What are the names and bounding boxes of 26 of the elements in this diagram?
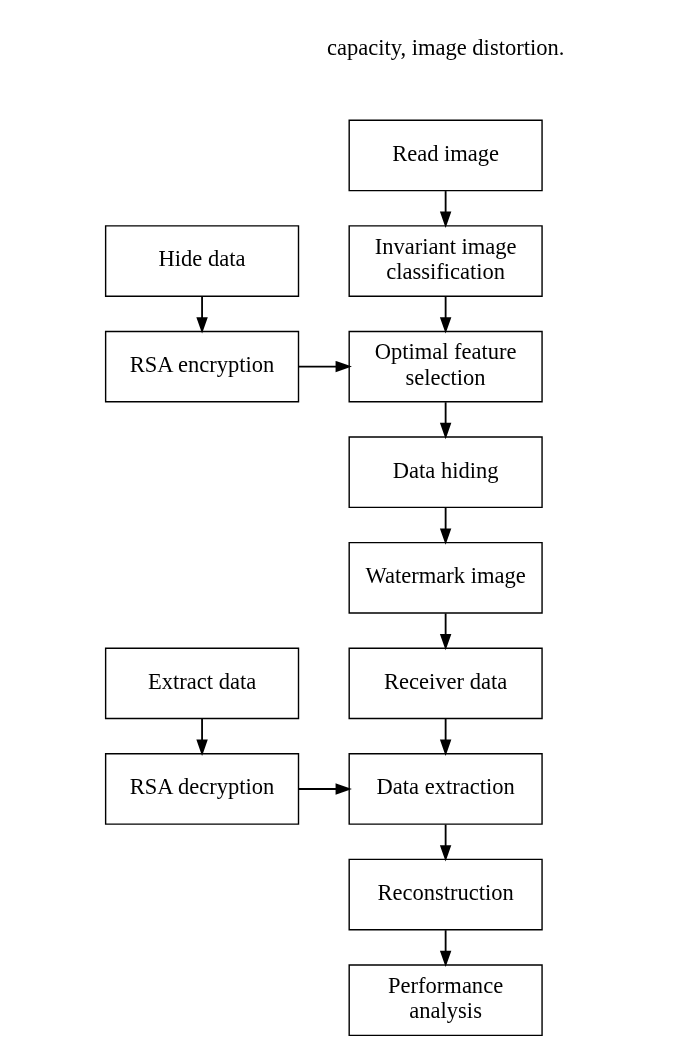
label: capacity, image distortion. [326,35,564,61]
node-box: Read image [348,119,543,192]
node-box: Hide data [104,225,299,297]
arrow [439,718,451,756]
arrow [439,401,451,440]
arrow [439,190,451,228]
arrow [439,506,451,545]
node-box: Optimal feature selection [348,330,543,403]
arrow [195,718,208,756]
node-box: Reconstruction [348,858,543,931]
node-box: Receiver data [348,647,543,720]
arrow [195,295,208,334]
node-box: RSA encryption [104,330,299,403]
arrow [297,360,352,373]
arrow [439,295,451,334]
node-box: Invariant image classification [348,225,543,297]
node-box: Watermark image [348,541,543,614]
arrow [439,612,451,651]
arrow [439,823,451,862]
arrow [439,929,451,968]
node-box: Data extraction [348,753,543,825]
node-box: Extract data [104,647,299,720]
node-box: RSA decryption [104,753,299,825]
node-box: Data hiding [348,436,543,509]
node-box: Performance analysis [348,964,543,1037]
arrow [297,783,352,795]
